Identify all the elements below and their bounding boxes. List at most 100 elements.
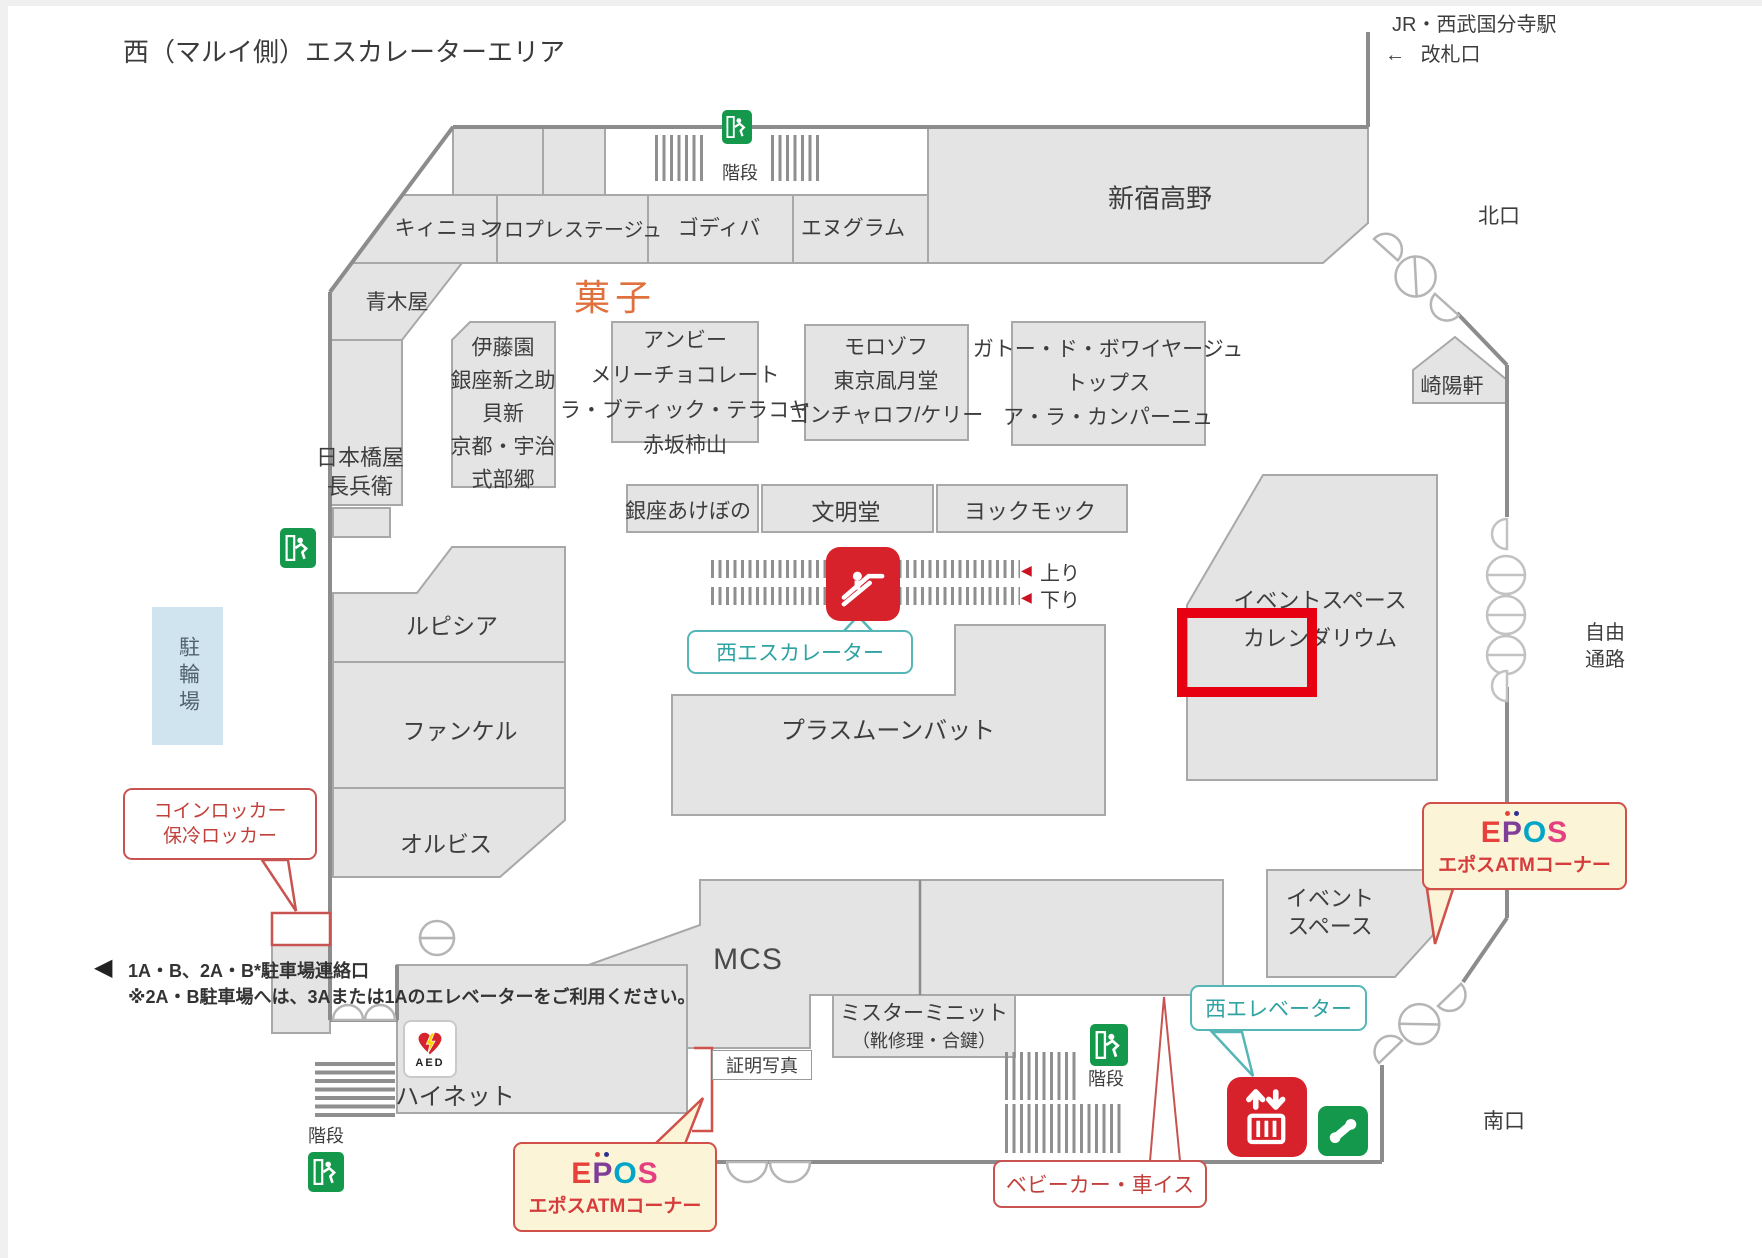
station-name: JR・西武国分寺駅 (1392, 14, 1557, 36)
stroller-wheelchair-callout: ベビーカー・車イス (993, 1160, 1207, 1208)
store-floprestige: フロプレステージュ (483, 219, 663, 242)
epos-logo: E P O S (571, 1151, 659, 1190)
block-akebono (626, 484, 759, 533)
epos-atm-callout-right: E P O S エポスATMコーナー (1422, 802, 1627, 890)
block-yokumoku (936, 484, 1128, 533)
store-sakiyoken: 崎陽軒 (1420, 375, 1484, 398)
block-lupicia (332, 546, 566, 663)
door-north-gate (1372, 232, 1461, 322)
aed-label: AED (415, 1057, 445, 1069)
west-escalator-callout: 西エスカレーター (687, 630, 913, 674)
block-bunmeido (761, 484, 934, 533)
store-blocks (271, 126, 1508, 1114)
door-passage-stack (1485, 517, 1527, 703)
door-southwest (331, 1003, 397, 1022)
store-godiva: ゴディバ (677, 217, 761, 240)
west-elevator-callout: 西エレベーター (1190, 985, 1367, 1031)
photo-booth-label: 証明写真 (726, 1056, 798, 1076)
coin-locker-spot (270, 911, 332, 947)
block-gateau (1011, 321, 1206, 446)
epos-logo: E P O S (1480, 810, 1569, 849)
store-akebono: 銀座あけぼの (625, 500, 751, 523)
block-moonbat (671, 624, 1106, 816)
aed-icon: AED (403, 1020, 457, 1078)
store-aokiya: 青木屋 (365, 291, 429, 314)
kashi-area-label: 菓子 (573, 277, 657, 318)
store-fancl: ファンケル (402, 718, 518, 744)
stairs-sw-hatch (315, 1062, 395, 1119)
store-ngram: エヌグラム (800, 217, 906, 240)
store-nihonbashiya: 日本橋屋 長兵衛 (315, 445, 405, 499)
block-event-space (1266, 869, 1434, 978)
store-minit-line1: ミスターミニット (840, 1002, 1008, 1025)
exit-icon (722, 110, 752, 144)
block-anby (611, 321, 759, 443)
ticket-gate-row: ← 改札口 (1385, 38, 1481, 67)
parking-note-line1: 1A・B、2A・B*駐車場連絡口 (128, 961, 370, 981)
coin-locker-callout: コインロッカー 保冷ロッカー (123, 788, 317, 860)
store-minit-line2: （靴修理・合鍵） (852, 1031, 996, 1051)
exit-icon (1090, 1024, 1128, 1066)
stairs-se-label: 階段 (1088, 1069, 1124, 1089)
stairs-top-label: 階段 (722, 163, 758, 183)
ticket-gate-label: 改札口 (1420, 44, 1481, 66)
page-margin-left (0, 0, 8, 1258)
epos-atm-spot-outline (692, 1046, 714, 1133)
block-fancl (332, 661, 566, 789)
photo-booth: 証明写真 (712, 1050, 812, 1080)
door-south-center (725, 1160, 812, 1184)
store-takano: 新宿高野 (1107, 183, 1213, 214)
block-itoen (451, 321, 556, 488)
left-arrow-icon: ← (1385, 44, 1405, 66)
store-mcs: MCS (713, 943, 783, 976)
store-orbis: オルビス (400, 831, 492, 857)
callout-pointers (259, 614, 1455, 1162)
exit-icon (308, 1152, 344, 1192)
stairs-se-hatch-upper (1005, 1052, 1079, 1100)
block-orbis (332, 787, 566, 878)
phone-icon (1318, 1106, 1368, 1156)
store-anby-group: アンビー メリーチョコレート ラ・ブティック・テラコヤ 赤坂柿山 (559, 329, 811, 457)
store-itoen-group: 伊藤園 銀座新之助 貝新 京都・宇治 式部郷 (450, 336, 556, 492)
store-lupicia: ルピシア (406, 613, 498, 639)
escalator-up-label: 上り (1040, 563, 1080, 585)
page-title: 西（マルイ側）エスカレーターエリア (123, 37, 566, 67)
door-orbis-hourglass (418, 919, 456, 957)
store-bunmeido: 文明堂 (811, 499, 881, 525)
block-morozoff (804, 324, 969, 441)
free-passage-label: 自由 通路 (1585, 622, 1625, 671)
door-south-gate (1373, 982, 1467, 1065)
parking-arrow-icon: ◀ (94, 954, 113, 981)
block-nihonbashiya (329, 339, 403, 506)
parking-note-line2: ※2A・B駐車場へは、3Aまたは1Aのエレベーターをご利用ください。 (128, 987, 696, 1007)
block-locker-bay (271, 944, 331, 1034)
block-minit (832, 994, 1016, 1058)
stairs-top-hatch-right (771, 135, 819, 181)
south-gate-label: 南口 (1483, 1110, 1525, 1133)
elevator-icon (1227, 1077, 1307, 1157)
epos-atm-callout-bottom: E P O S エポスATMコーナー (513, 1142, 717, 1232)
bicycle-parking-label: 駐輪場 (176, 635, 200, 717)
store-hinet: ハイネット (395, 1083, 515, 1111)
page-margin-top (0, 0, 1762, 6)
store-morozoff-group: モロゾフ 東京凮月堂 ゴンチャロフ/ケリー (788, 336, 984, 427)
exit-icon (280, 528, 316, 568)
escalator-down-label: 下り (1040, 590, 1080, 612)
store-moonbat: プラスムーンバット (780, 717, 996, 745)
store-event-space: イベント スペース (1285, 886, 1375, 939)
highlight-box (1177, 608, 1317, 697)
epos-atm-label: エポスATMコーナー (528, 1195, 702, 1217)
bicycle-parking-zone: 駐輪場 (152, 607, 223, 745)
north-gate-label: 北口 (1478, 205, 1520, 228)
stairs-sw-label: 階段 (308, 1126, 344, 1146)
epos-atm-label: エポスATMコーナー (1438, 854, 1611, 876)
escalator-down-marker: ◀ (1021, 589, 1032, 605)
escalator-up-marker: ◀ (1021, 562, 1032, 578)
escalator-icon (826, 547, 900, 621)
store-yokumoku: ヨックモック (963, 499, 1097, 524)
store-gateau-group: ガトー・ド・ボワイヤージュ トップス ア・ラ・カンパーニュ (972, 338, 1244, 429)
stairs-top-hatch-left (655, 135, 703, 181)
store-kinyon: キィニョン (394, 217, 500, 240)
